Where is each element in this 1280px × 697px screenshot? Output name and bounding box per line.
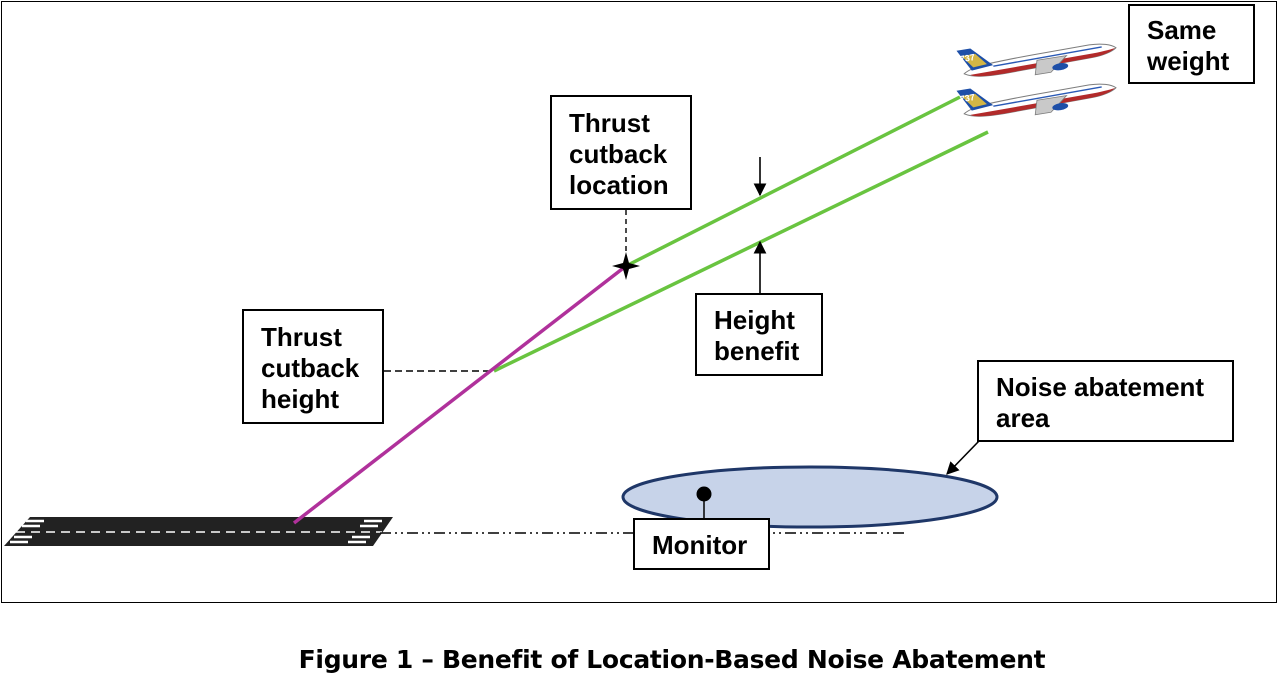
cutback-star-marker-icon bbox=[612, 252, 640, 280]
noise-area-pointer-arrow bbox=[946, 440, 980, 475]
svg-text:737: 737 bbox=[959, 92, 975, 104]
aircraft-lower-icon: 737 bbox=[955, 65, 1119, 128]
initial-climb-path bbox=[292, 264, 628, 525]
noise-abatement-area-ellipse bbox=[621, 465, 999, 529]
noise-monitor-dot-icon bbox=[696, 486, 712, 520]
figure-frame bbox=[1, 1, 1277, 603]
svg-text:737: 737 bbox=[959, 52, 975, 64]
location-cutback-climb-path bbox=[625, 95, 961, 268]
runway-icon bbox=[4, 517, 393, 546]
same-weight-label: Same weight bbox=[1128, 4, 1255, 84]
monitor-label: Monitor bbox=[633, 518, 770, 570]
noise-abatement-area-label: Noise abatement area bbox=[977, 360, 1234, 442]
thrust-cutback-height-label: Thrust cutback height bbox=[242, 309, 384, 424]
figure-caption: Figure 1 – Benefit of Location-Based Noi… bbox=[298, 645, 1046, 674]
thrust-cutback-location-label: Thrust cutback location bbox=[550, 95, 692, 210]
height-benefit-label: Height benefit bbox=[695, 293, 823, 376]
aircraft-upper-icon: 737 bbox=[955, 25, 1119, 88]
cutback-climb-path bbox=[493, 130, 989, 373]
